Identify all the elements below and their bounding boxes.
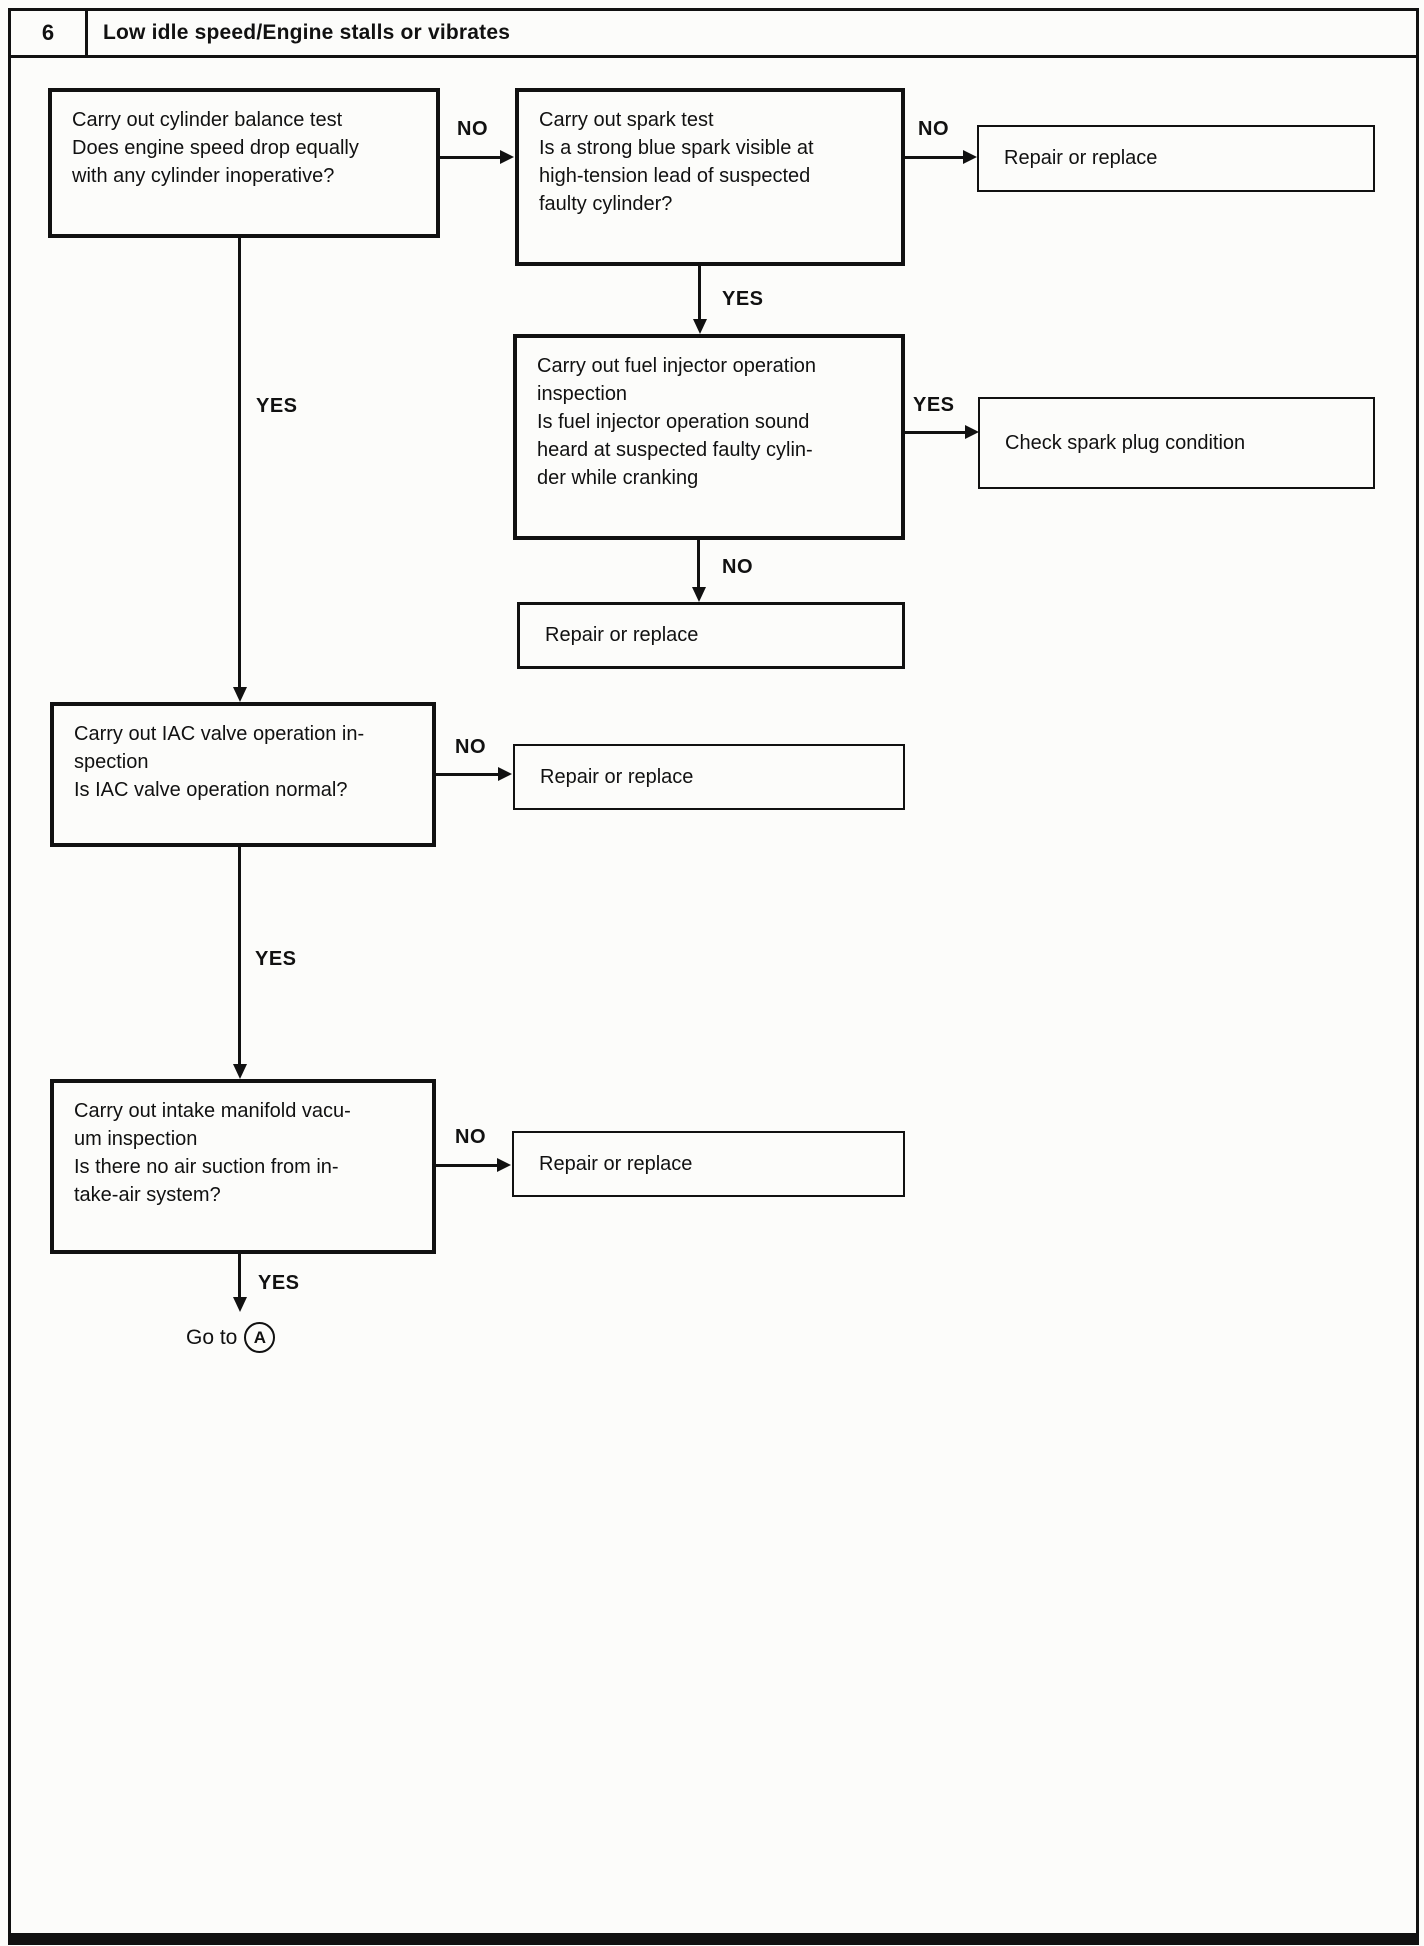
node-cylinder-balance-test: Carry out cylinder balance test Does eng…	[48, 88, 440, 238]
arrowhead-intake-to-repair4	[497, 1158, 511, 1172]
arrowhead-fuelinjector-to-repair2	[692, 587, 706, 602]
edge-label-yes-4: YES	[255, 948, 297, 970]
edge-label-no-5: NO	[455, 1126, 486, 1148]
edge-label-no-1: NO	[457, 118, 488, 140]
arrow-line-intake-to-repair4	[436, 1164, 499, 1167]
node-check-spark-plug-condition: Check spark plug condition	[978, 397, 1375, 489]
arrow-line-iac-to-repair3	[436, 773, 500, 776]
arrow-line-cylinder-to-iac	[238, 238, 241, 688]
arrowhead-iac-to-repair3	[498, 767, 512, 781]
arrow-line-iac-to-intake	[238, 847, 241, 1065]
arrowhead-cylinder-to-iac	[233, 687, 247, 702]
node-intake-manifold-vacuum-inspection: Carry out intake manifold vacu- um inspe…	[50, 1079, 436, 1254]
goto-a-circle: A	[244, 1322, 276, 1353]
page-border	[8, 8, 1419, 1945]
node-fuel-injector-inspection: Carry out fuel injector operation inspec…	[513, 334, 905, 540]
node-repair-or-replace-1: Repair or replace	[977, 125, 1375, 192]
arrow-line-spark-to-fuelinjector	[698, 266, 701, 320]
arrowhead-spark-to-repair1	[963, 150, 977, 164]
edge-label-yes-5: YES	[258, 1272, 300, 1294]
arrow-line-intake-to-goto	[238, 1254, 241, 1298]
page-title: Low idle speed/Engine stalls or vibrates	[103, 21, 511, 44]
node-repair-or-replace-2: Repair or replace	[517, 602, 905, 669]
header-divider-horizontal	[8, 55, 1416, 58]
arrowhead-fuelinjector-to-check	[965, 425, 979, 439]
arrow-line-spark-to-repair1	[905, 156, 965, 159]
edge-label-no-4: NO	[455, 736, 486, 758]
edge-label-no-3: NO	[722, 556, 753, 578]
edge-label-no-2: NO	[918, 118, 949, 140]
edge-label-yes-3: YES	[256, 395, 298, 417]
section-number: 6	[41, 20, 55, 45]
goto-a: Go to A	[186, 1322, 276, 1353]
goto-a-text: Go to	[186, 1325, 238, 1349]
edge-label-yes-2: YES	[913, 394, 955, 416]
arrowhead-iac-to-intake	[233, 1064, 247, 1079]
arrow-line-cylinder-to-spark	[440, 156, 502, 159]
node-spark-test: Carry out spark test Is a strong blue sp…	[515, 88, 905, 266]
node-repair-or-replace-3: Repair or replace	[513, 744, 905, 810]
node-iac-valve-inspection: Carry out IAC valve operation in- specti…	[50, 702, 436, 847]
header-divider-vertical	[85, 11, 88, 55]
arrowhead-intake-to-goto	[233, 1297, 247, 1312]
arrow-line-fuelinjector-to-check	[905, 431, 967, 434]
arrowhead-cylinder-to-spark	[500, 150, 514, 164]
arrow-line-fuelinjector-to-repair2	[697, 540, 700, 588]
arrowhead-spark-to-fuelinjector	[693, 319, 707, 334]
node-repair-or-replace-4: Repair or replace	[512, 1131, 905, 1197]
edge-label-yes-1: YES	[722, 288, 764, 310]
